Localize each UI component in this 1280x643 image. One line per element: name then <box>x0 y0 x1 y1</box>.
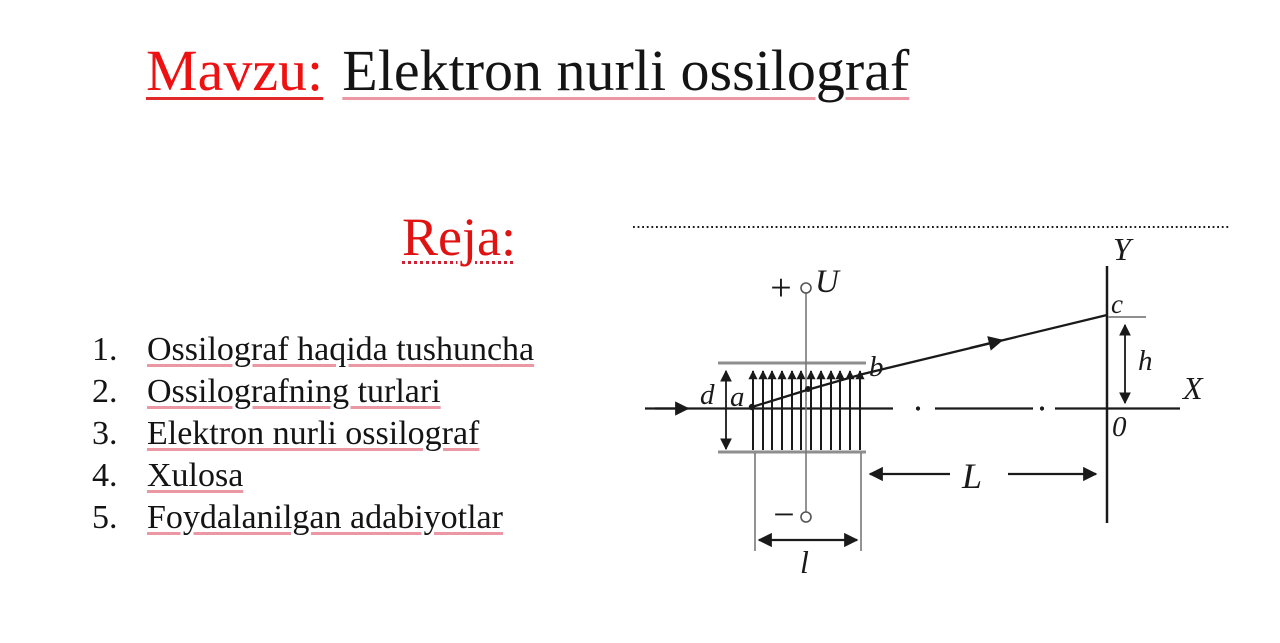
list-item: 4. Xulosa <box>92 455 534 497</box>
voltage-label: U <box>815 264 841 300</box>
origin-label: 0 <box>1112 411 1127 443</box>
item-text: Xulosa <box>147 457 244 494</box>
slide-title: Mavzu:Elektron nurli ossilograf <box>146 42 909 100</box>
plus-terminal-circle <box>800 282 812 294</box>
plate-gap-label: d <box>700 379 715 411</box>
item-number: 2. <box>92 373 118 410</box>
beam-entry-dot <box>748 403 756 411</box>
list-item: 5. Foydalanilgan adabiyotlar <box>92 497 534 539</box>
deflection-plates <box>718 361 866 454</box>
screen-point-label: c <box>1111 289 1123 319</box>
l-dimension <box>754 453 862 551</box>
item-text: Ossilograf haqida tushuncha <box>147 331 535 368</box>
beam-mid-dot <box>805 386 811 392</box>
item-number: 5. <box>92 499 118 536</box>
y-axis-label: Y <box>1113 231 1134 267</box>
plan-list: 1. Ossilograf haqida tushuncha 2. Ossilo… <box>92 329 534 539</box>
minus-sign: − <box>773 494 794 536</box>
electron-beam <box>748 313 1108 411</box>
list-item: 2. Ossilografning turlari <box>92 371 534 413</box>
plus-sign: + <box>770 267 791 309</box>
beam-arrowhead <box>969 336 1004 351</box>
title-text: Elektron nurli ossilograf <box>342 38 910 103</box>
plan-heading: Reja: <box>402 207 516 267</box>
item-text: Ossilografning turlari <box>147 373 441 410</box>
x-axis <box>645 401 1180 416</box>
item-number: 1. <box>92 331 118 368</box>
item-text: Foydalanilgan adabiyotlar <box>147 499 503 536</box>
field-arrows <box>748 370 865 450</box>
item-number: 3. <box>92 415 118 452</box>
list-item: 3. Elektron nurli ossilograf <box>92 413 534 455</box>
minus-terminal-circle <box>800 511 812 523</box>
drift-length-label: L <box>961 456 982 496</box>
x-axis-label: X <box>1181 370 1204 406</box>
list-item: 1. Ossilograf haqida tushuncha <box>92 329 534 371</box>
title-label: Mavzu: <box>146 38 324 103</box>
deflection-height-label: h <box>1138 345 1153 377</box>
plate-length-label: l <box>800 544 809 580</box>
item-text: Elektron nurli ossilograf <box>147 415 480 452</box>
entry-point-label: a <box>730 381 745 413</box>
exit-point-label: b <box>869 351 884 383</box>
item-number: 4. <box>92 457 118 494</box>
